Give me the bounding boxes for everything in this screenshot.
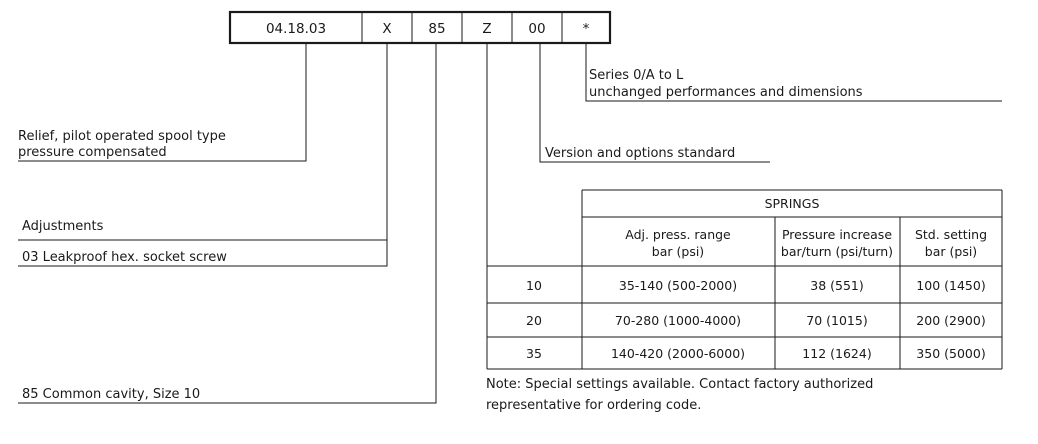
row-range: 70-280 (1000-4000) bbox=[615, 313, 741, 328]
note: Note: Special settings available. Contac… bbox=[486, 377, 873, 413]
code-segment-version: 00 bbox=[528, 21, 545, 37]
leader-version bbox=[539, 43, 770, 163]
code-segment-spring: Z bbox=[482, 21, 491, 37]
row-increase: 70 (1015) bbox=[806, 313, 867, 328]
leader-relief bbox=[18, 43, 307, 162]
relief-label-line1: Relief, pilot operated spool type bbox=[18, 129, 226, 144]
row-code: 20 bbox=[526, 313, 542, 328]
leader-cavity bbox=[18, 43, 437, 404]
note-line2: representative for ordering code. bbox=[486, 398, 701, 413]
header-range-line1: Adj. press. range bbox=[625, 227, 731, 242]
code-segment-cavity: 85 bbox=[428, 21, 445, 37]
adjustments-heading: Adjustments bbox=[22, 219, 104, 234]
row-range: 140-420 (2000-6000) bbox=[611, 346, 745, 361]
code-segment-adjustment: X bbox=[382, 21, 391, 37]
version-label: Version and options standard bbox=[545, 146, 735, 161]
note-line1: Note: Special settings available. Contac… bbox=[486, 377, 873, 392]
adjustment-option: 03 Leakproof hex. socket screw bbox=[22, 250, 227, 265]
code-segment-series: * bbox=[583, 21, 590, 37]
header-setting-line1: Std. setting bbox=[915, 227, 987, 242]
row-code: 10 bbox=[526, 278, 542, 293]
labels: Series 0/A to L unchanged performances a… bbox=[18, 68, 863, 402]
relief-label-line2: pressure compensated bbox=[18, 145, 167, 160]
leader-adjustment bbox=[18, 43, 388, 267]
springs-title: SPRINGS bbox=[765, 196, 820, 211]
row-increase: 38 (551) bbox=[810, 278, 864, 293]
code-segment-model: 04.18.03 bbox=[266, 21, 326, 37]
header-range-line2: bar (psi) bbox=[652, 244, 704, 259]
code-box-outline bbox=[228, 10, 612, 45]
series-label-line2: unchanged performances and dimensions bbox=[589, 85, 863, 100]
leader-series bbox=[585, 43, 1002, 102]
header-increase-line2: bar/turn (psi/turn) bbox=[781, 244, 893, 259]
row-increase: 112 (1624) bbox=[802, 346, 871, 361]
series-label-line1: Series 0/A to L bbox=[589, 68, 684, 83]
cavity-label: 85 Common cavity, Size 10 bbox=[22, 387, 200, 402]
row-setting: 200 (2900) bbox=[916, 313, 985, 328]
header-setting-line2: bar (psi) bbox=[925, 244, 977, 259]
springs-table: SPRINGS Adj. press. range bar (psi) Pres… bbox=[486, 189, 1003, 370]
row-setting: 100 (1450) bbox=[916, 278, 985, 293]
leader-lines bbox=[18, 43, 1002, 404]
row-setting: 350 (5000) bbox=[916, 346, 985, 361]
ordering-code-box: 04.18.03 X 85 Z 00 * bbox=[228, 10, 612, 45]
header-increase-line1: Pressure increase bbox=[782, 227, 892, 242]
row-code: 35 bbox=[526, 346, 542, 361]
row-range: 35-140 (500-2000) bbox=[619, 278, 737, 293]
